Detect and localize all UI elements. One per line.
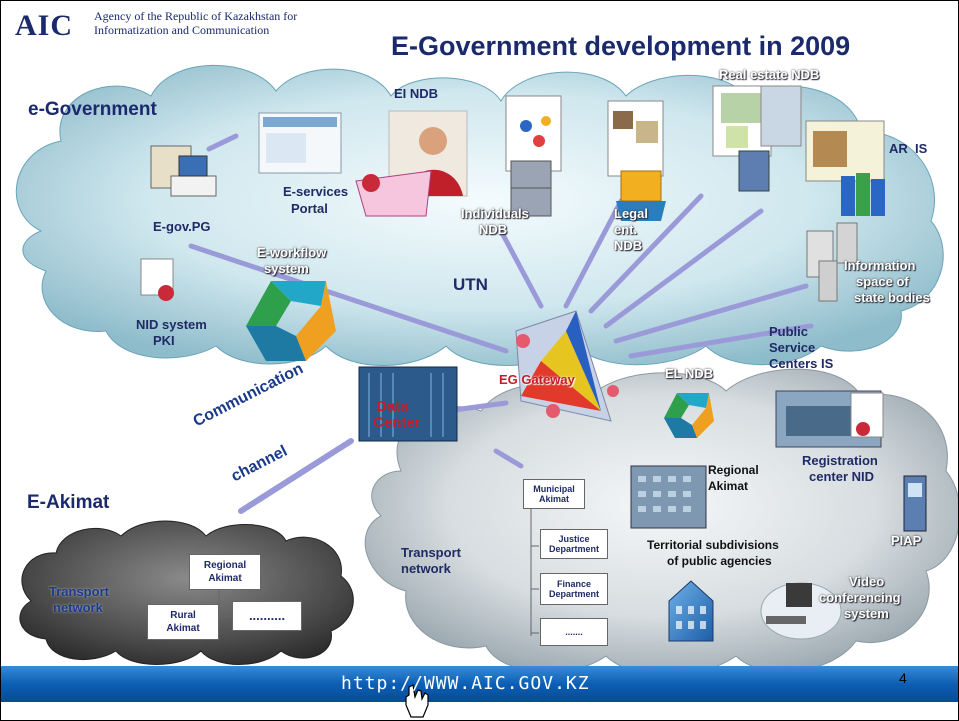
legal-ndb-label-3: NDB [614,238,643,253]
justice-department-box: Justice Department [540,529,608,559]
logo: AIC [15,9,74,42]
transport-network-label-2: network [401,561,451,576]
finance-line-2: Department [548,589,599,599]
municipal-akimat-box: Municipal Akimat [523,479,585,509]
video-label-1: Video [849,574,885,589]
info-space-label-3: state bodies [854,290,930,305]
data-center-label-2: Center [373,414,421,431]
registration-label-1: Registration [802,453,878,468]
left-transport-label-1: Transport [49,584,109,599]
psc-label-2: Service [769,340,816,355]
regional-akimat-box: Regional Akimat [189,554,261,590]
individuals-ndb-label-1: Individuals [461,206,529,221]
page-number: 4 [899,670,907,686]
info-space-label-2: space of [856,274,909,289]
dots-box-small: ....... [540,618,608,646]
transport-network-label-1: Transport [401,545,461,560]
rural-box-line-2: Akimat [166,623,200,634]
el-ndb-label: EL NDB [665,366,714,381]
finance-line-1: Finance [556,579,591,589]
regional-box-line-2: Akimat [208,573,242,584]
agency-line-1: Agency of the Republic of Kazakhstan for [94,9,298,23]
rural-box-line-1: Rural [170,610,196,621]
info-space-label-1: Information [844,258,916,273]
slide-title: E-Government development in 2009 [391,31,851,61]
data-center-label-1: Data [376,398,409,415]
real-estate-ndb-label: Real estate NDB [719,67,820,82]
hand-cursor-icon [401,681,429,717]
video-label-3: system [844,606,889,621]
justice-line-2: Department [548,544,599,554]
piap-label: PIAP [891,533,922,548]
regional-akimat-label-2: Akimat [708,479,749,493]
video-label-2: conferencing [819,590,901,605]
eworkflow-label-1: E-workflow [257,245,327,260]
ei-ndb-label: EI NDB [394,86,439,101]
eservices-label-2: Portal [291,201,328,216]
pki-label: PKI [153,333,175,348]
territorial-label-1: Territorial subdivisions [647,538,779,552]
utn-label: UTN [453,275,488,294]
individuals-ndb-label-2: NDB [479,222,508,237]
municipal-akimat-line-2: Akimat [538,494,569,504]
eservices-label-1: E-services [283,184,349,199]
nid-system-label: NID system [136,317,207,332]
registration-label-2: center NID [809,469,875,484]
footer-url-link[interactable]: http://WWW.AIC.GOV.KZ [341,673,590,694]
finance-department-box: Finance Department [540,573,608,605]
agency-line-2: Informatization and Communication [94,23,270,37]
territorial-label-2: of public agencies [667,554,772,568]
egov-pg-label: E-gov.PG [153,219,211,234]
region-egovernment: e-Government [28,99,157,120]
eworkflow-label-2: system [264,261,309,276]
eg-gateway-label: EG Gateway [499,372,575,387]
region-eakimat: E-Akimat [27,492,110,513]
municipal-akimat-line-1: Municipal [533,484,575,494]
psc-label-1: Public [769,324,809,339]
regional-akimat-label-1: Regional [708,463,759,477]
legal-ndb-label-1: Legal [614,206,648,221]
ar-is-label: AR IS [889,141,928,156]
dots-box-large: .......... [232,601,302,631]
regional-box-line-1: Regional [203,560,247,571]
psc-label-3: Centers IS [769,356,834,371]
left-transport-label-2: network [53,600,103,615]
justice-line-1: Justice [558,534,590,544]
rural-akimat-box: Rural Akimat [147,604,219,640]
legal-ndb-label-2: ent. [614,222,638,237]
